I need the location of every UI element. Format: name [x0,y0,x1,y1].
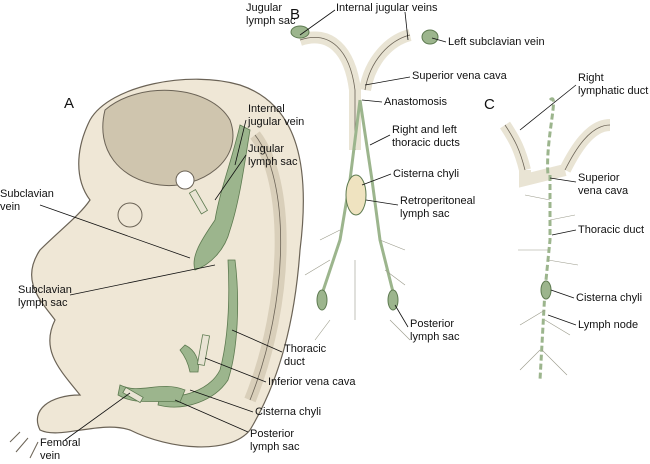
label-b-cisterna-chyli: Cisterna chyli [393,168,460,180]
leader-lines [39,9,577,441]
embryo-veins [122,189,211,404]
label-a-inferior-vena-cava: Inferior vena cava [268,376,356,388]
label-c-thoracic-duct: Thoracic duct [578,224,645,236]
panel-c-lymph-system [500,97,611,381]
panel-b-lymph-system [290,25,439,341]
label-a-cisterna-chyli: Cisterna chyli [255,406,322,418]
label-b-left-subclavian-vein: Left subclavian vein [448,36,545,48]
label-c-lymph-node: Lymph node [578,319,639,331]
label-b-internal-jugular-veins: Internal jugular veins [336,2,438,14]
label-c-cisterna-chyli: Cisterna chyli [576,292,643,304]
panel-c-letter: C [484,96,495,113]
label-b-anastomosis: Anastomosis [384,96,447,108]
label-b-superior-vena-cava: Superior vena cava [412,70,507,82]
panel-a-letter: A [64,95,75,112]
panel-b-letter: B [290,6,301,23]
